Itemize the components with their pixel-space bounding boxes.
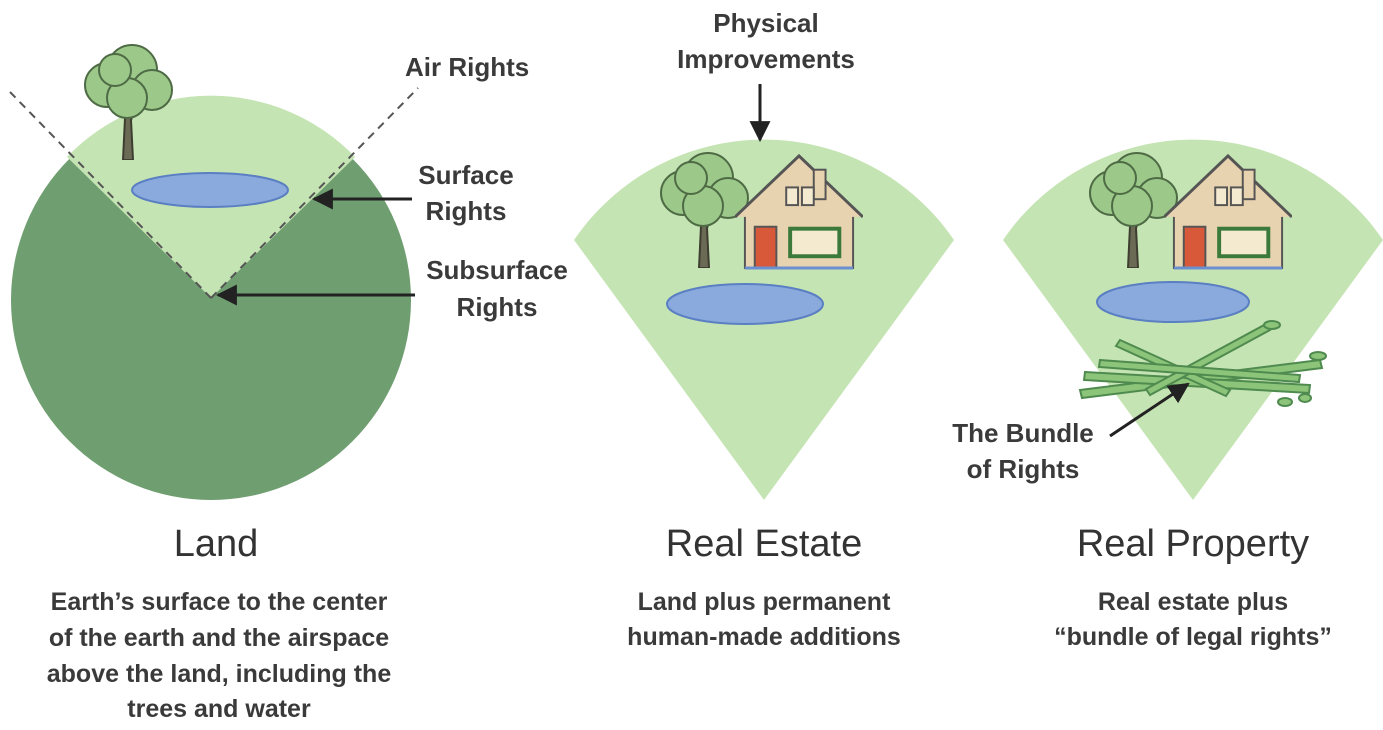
land-description-line-3: above the land, including the	[47, 660, 392, 688]
pond-icon	[131, 172, 289, 208]
real-estate-panel: Physical Improvements Real Estate Land p…	[574, 8, 954, 651]
subsurface-rights-label-2: Rights	[457, 292, 538, 322]
real-property-panel: The Bundle of Rights Real Property Real …	[952, 139, 1383, 651]
land-description-line-1: Earth’s surface to the center	[51, 588, 388, 616]
pond-icon	[666, 283, 824, 325]
real-property-description-line-1: Real estate plus	[1098, 588, 1288, 616]
pond-icon	[1096, 281, 1250, 323]
physical-improvements-label-1: Physical	[713, 8, 819, 38]
bundle-of-sticks-icon	[1078, 320, 1327, 407]
real-estate-description-line-2: human-made additions	[627, 623, 901, 651]
air-rights-label: Air Rights	[405, 52, 529, 82]
bundle-of-rights-label-1: The Bundle	[952, 418, 1094, 448]
subsurface-rights-label-1: Subsurface	[426, 255, 568, 285]
land-panel: Air Rights Surface Rights Subsurface Rig…	[9, 43, 568, 723]
bundle-of-rights-label-2: of Rights	[967, 454, 1080, 484]
surface-rights-label-1: Surface	[418, 160, 513, 190]
real-property-description-line-2: “bundle of legal rights”	[1054, 623, 1332, 651]
real-estate-heading: Real Estate	[666, 523, 862, 565]
land-description-line-2: of the earth and the airspace	[49, 624, 389, 652]
land-description-line-4: trees and water	[127, 695, 311, 723]
land-heading: Land	[174, 523, 259, 565]
physical-improvements-label-2: Improvements	[677, 44, 855, 74]
air-rights-line-left	[9, 91, 212, 299]
surface-rights-label-2: Rights	[426, 196, 507, 226]
bundle-of-rights-arrow	[1109, 382, 1190, 438]
real-property-heading: Real Property	[1077, 523, 1309, 565]
real-estate-description-line-1: Land plus permanent	[638, 588, 891, 616]
